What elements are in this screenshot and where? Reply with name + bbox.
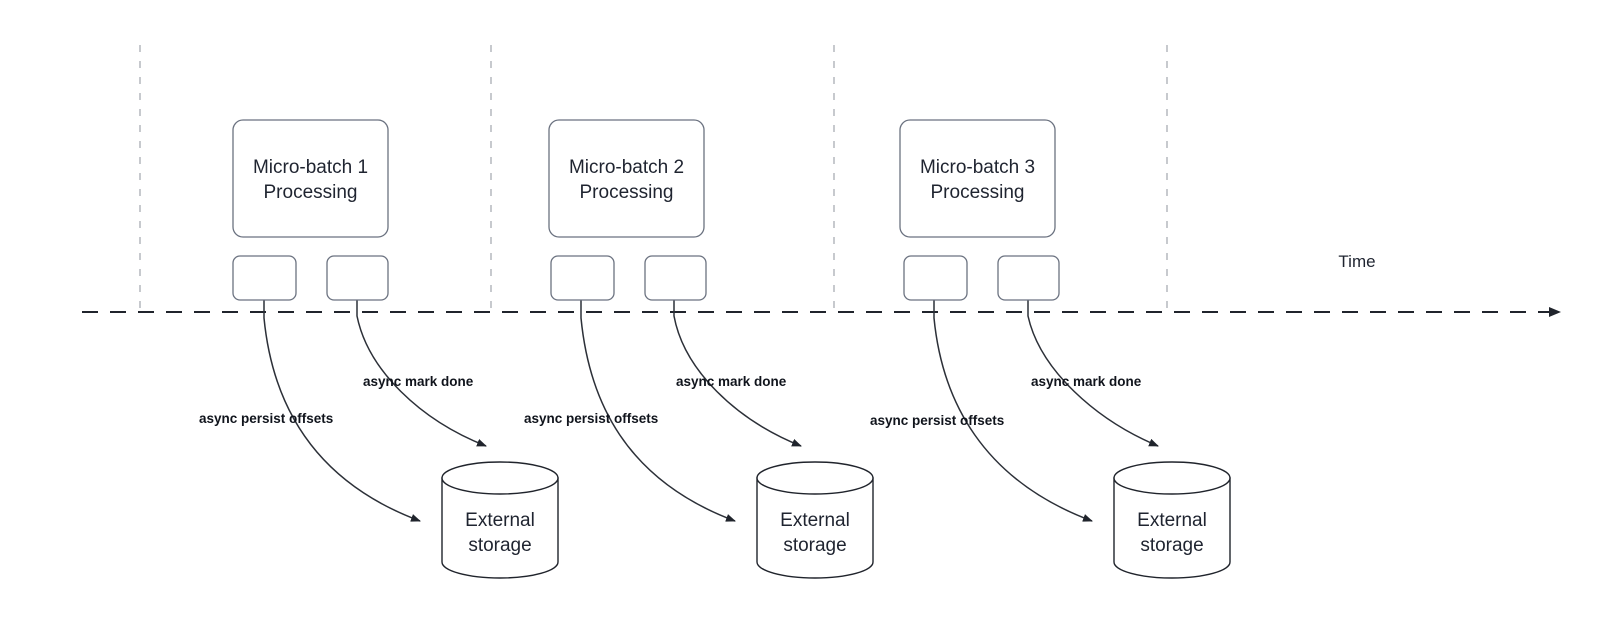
micro-batch-subtitle: Processing	[580, 182, 674, 203]
micro-batch-subtitle: Processing	[264, 182, 358, 203]
external-storage-label-line2: storage	[1140, 535, 1203, 556]
micro-batch-processing-box[interactable]	[232, 119, 389, 238]
persist-offsets-task[interactable]	[232, 255, 297, 301]
external-storage-cylinder-top	[756, 461, 874, 495]
micro-batch-processing-box[interactable]	[899, 119, 1056, 238]
async-persist-offsets-edge-label: async persist offsets	[870, 413, 1004, 428]
time-axis: Time	[82, 252, 1561, 317]
external-storage-cylinder-top	[441, 461, 559, 495]
external-storage-label-line2: storage	[468, 535, 531, 556]
external-storage-label-line1: External	[465, 510, 535, 531]
async-persist-offsets-edge-label: async persist offsets	[199, 411, 333, 426]
async-mark-done-edge-label: async mark done	[1031, 374, 1142, 389]
async-persist-offsets-edge	[263, 300, 421, 522]
async-mark-done-edge	[673, 300, 802, 447]
async-mark-done-edge	[356, 300, 487, 447]
external-storage-cylinder-body[interactable]	[756, 477, 874, 579]
async-mark-done-edge	[1027, 300, 1159, 447]
async-mark-done-edge-label: async mark done	[676, 374, 787, 389]
external-storage-cylinder-body[interactable]	[441, 477, 559, 579]
async-persist-offsets-edge-label: async persist offsets	[524, 411, 658, 426]
external-storage-label-line1: External	[780, 510, 850, 531]
micro-batch-title: Micro-batch 3	[920, 157, 1035, 178]
async-persist-offsets-edge	[580, 300, 736, 522]
external-storage-cylinder-body[interactable]	[1113, 477, 1231, 579]
mark-done-task[interactable]	[997, 255, 1060, 301]
external-storage-label-line1: External	[1137, 510, 1207, 531]
micro-batch-processing-box[interactable]	[548, 119, 705, 238]
time-axis-label: Time	[1338, 252, 1375, 271]
micro-batch-title: Micro-batch 1	[253, 157, 368, 178]
batch-boundary-gridlines	[139, 45, 1168, 315]
micro-batch-title: Micro-batch 2	[569, 157, 684, 178]
mark-done-task[interactable]	[326, 255, 389, 301]
external-storage-label-line2: storage	[783, 535, 846, 556]
micro-batch-subtitle: Processing	[931, 182, 1025, 203]
async-persist-offsets-edge	[933, 300, 1093, 522]
external-storage-cylinder-top	[1113, 461, 1231, 495]
persist-offsets-task[interactable]	[903, 255, 968, 301]
async-mark-done-edge-label: async mark done	[363, 374, 474, 389]
mark-done-task[interactable]	[644, 255, 707, 301]
persist-offsets-task[interactable]	[550, 255, 615, 301]
